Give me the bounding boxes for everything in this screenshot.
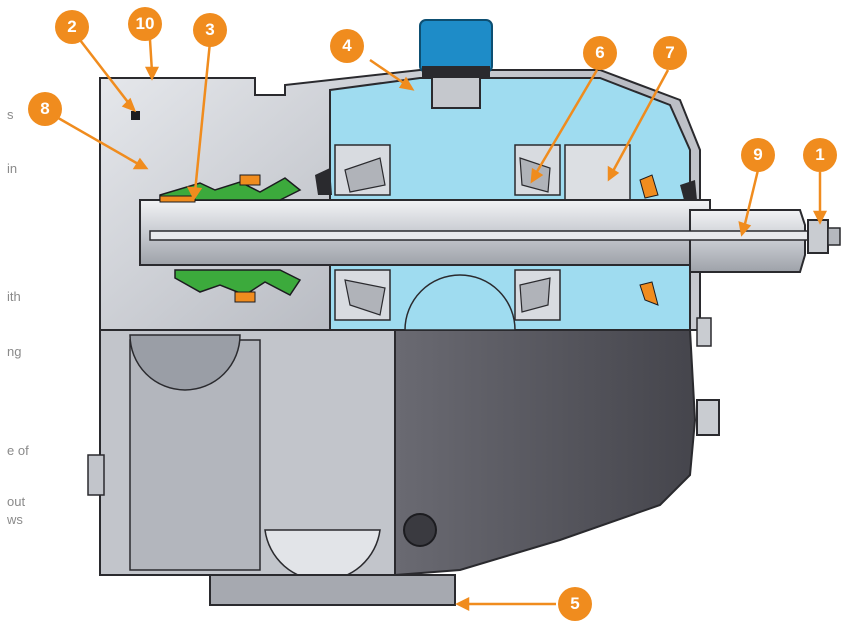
- callout-8: 8: [28, 92, 62, 126]
- left-text-fragment-1: s: [7, 107, 14, 122]
- callout-6: 6: [583, 36, 617, 70]
- drain-plug: [403, 513, 437, 547]
- callout-9: 9: [741, 138, 775, 172]
- left-text-fragment-5: e of: [7, 443, 29, 458]
- lip-seal-left: [315, 168, 332, 195]
- lower-housing-dark: [394, 329, 697, 577]
- callout-10: 10: [128, 7, 162, 41]
- oil-filler-cap: [419, 19, 493, 73]
- end-nut: [807, 219, 829, 254]
- tie-rod: [149, 230, 811, 241]
- callout-4: 4: [330, 29, 364, 63]
- left-text-fragment-4: ng: [7, 344, 22, 359]
- left-text-fragment-3: ith: [7, 289, 21, 304]
- callout-1: 1: [803, 138, 837, 172]
- spacer-block: [564, 144, 631, 201]
- half-circle-cutout: [129, 334, 241, 391]
- shaft-extension: [689, 209, 806, 273]
- leader-lines: [52, 39, 828, 612]
- center-oil-dome: [404, 274, 516, 331]
- side-bolt: [696, 399, 720, 436]
- callout-3: 3: [193, 13, 227, 47]
- left-text-fragment-2: in: [7, 161, 18, 176]
- o-ring: [131, 111, 140, 120]
- callout-2: 2: [55, 10, 89, 44]
- left-text-fragment-7: ws: [7, 512, 23, 527]
- mechanical-seal-lower: [174, 269, 302, 296]
- callout-5: 5: [558, 587, 592, 621]
- left-text-fragment-6: out: [7, 494, 26, 509]
- lip-seal-right: [680, 180, 697, 200]
- base-plate: [209, 574, 456, 606]
- callout-7: 7: [653, 36, 687, 70]
